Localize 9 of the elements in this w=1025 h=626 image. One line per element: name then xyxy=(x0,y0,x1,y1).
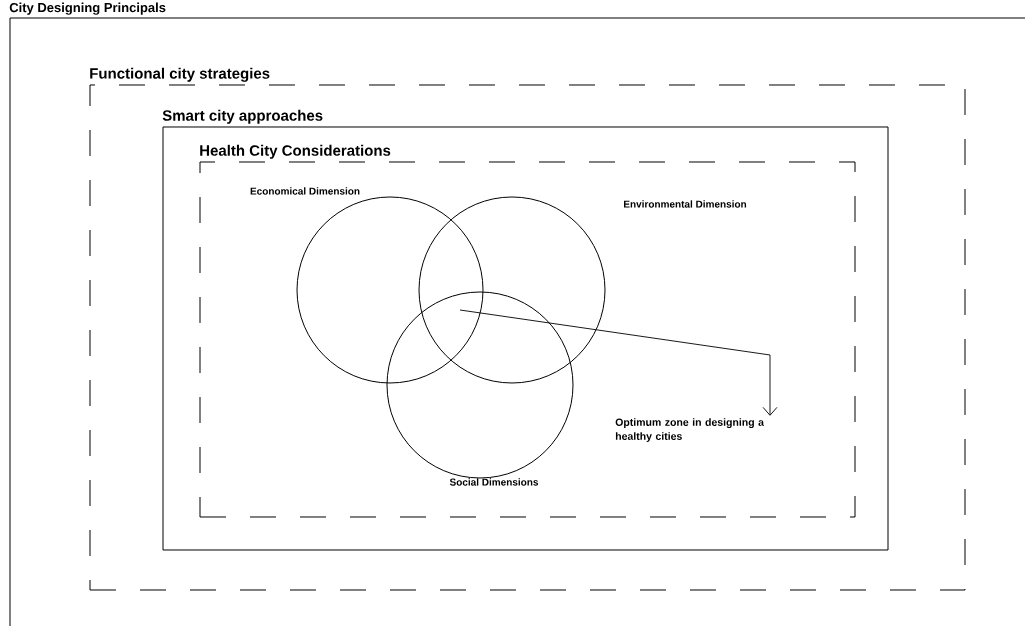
box-title: Health City Considerations xyxy=(200,144,391,159)
leader-arrow xyxy=(459,309,778,416)
box-title: Functional city strategies xyxy=(90,67,270,82)
circle-label: Social Dimensions xyxy=(449,478,539,486)
box-title: City Designing Principals xyxy=(9,2,166,15)
zone-label: Optimum zone in designing a healthy cities xyxy=(615,418,765,442)
circle-label: Environmental Dimension xyxy=(624,200,747,208)
box-title: Smart city approaches xyxy=(162,109,323,124)
circle-label: Economical Dimension xyxy=(250,187,360,195)
